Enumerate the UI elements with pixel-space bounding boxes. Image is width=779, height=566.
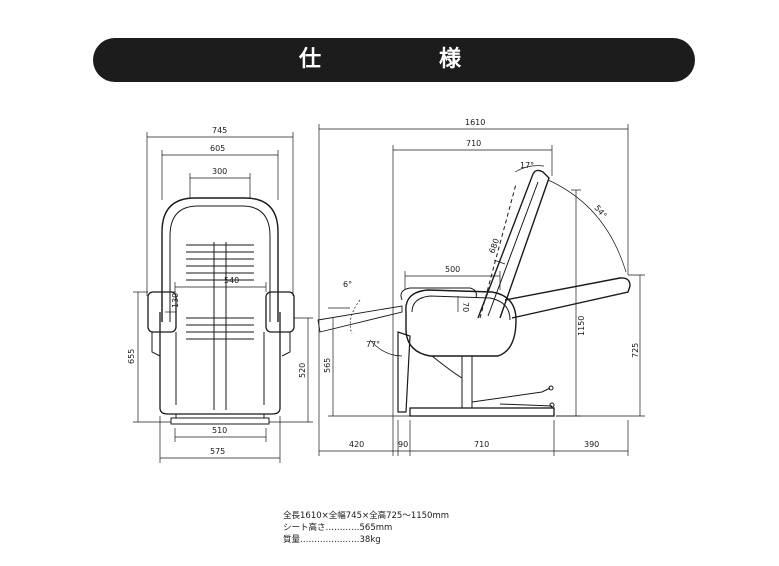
dim-gap-length: 90	[398, 440, 408, 449]
dim-overall-length: 1610	[465, 118, 485, 127]
spec-dimensions: 全長1610×全幅745×全高725～1150mm	[283, 511, 450, 521]
spec-weight: 質量…………………38kg	[283, 535, 381, 545]
dim-back-width: 605	[210, 144, 225, 153]
dim-footrest-length: 420	[349, 440, 364, 449]
dim-armrest-height: 520	[298, 363, 307, 378]
dim-back-length: 680	[487, 237, 501, 254]
dim-base-length: 710	[474, 440, 489, 449]
dim-headrest-width: 300	[212, 167, 227, 176]
dim-rear-length: 390	[584, 440, 599, 449]
dim-armrest-thickness: 130	[171, 293, 180, 308]
dim-seat-depth: 500	[445, 265, 460, 274]
dim-seat-width: 540	[224, 276, 239, 285]
front-view-chair	[147, 197, 295, 425]
side-view-dimensions	[318, 124, 645, 456]
dim-min-height: 725	[631, 343, 640, 358]
dim-base-inner-width: 510	[212, 426, 227, 435]
title-char-1: 仕	[299, 47, 322, 72]
dim-recline-angle: 54°	[592, 204, 608, 221]
dim-base-outer-width: 575	[210, 447, 225, 456]
spec-seat-height: シート高さ…………565mm	[283, 523, 393, 533]
dim-back-angle: 17°	[520, 161, 534, 170]
dim-reclined-length: 710	[466, 139, 481, 148]
dim-foot-angle: 6°	[343, 280, 352, 289]
side-view-chair	[317, 169, 631, 417]
front-view-dimensions	[133, 132, 313, 463]
dim-seat-height: 565	[323, 358, 332, 373]
dim-leg-angle: 77°	[366, 340, 380, 349]
dim-front-height: 655	[127, 349, 136, 364]
dim-overall-width: 745	[212, 126, 227, 135]
dim-max-height: 1150	[577, 316, 586, 336]
spec-title-banner: 仕 様	[93, 38, 695, 82]
title-char-2: 様	[439, 47, 462, 72]
dim-seat-offset: 70	[461, 302, 470, 312]
